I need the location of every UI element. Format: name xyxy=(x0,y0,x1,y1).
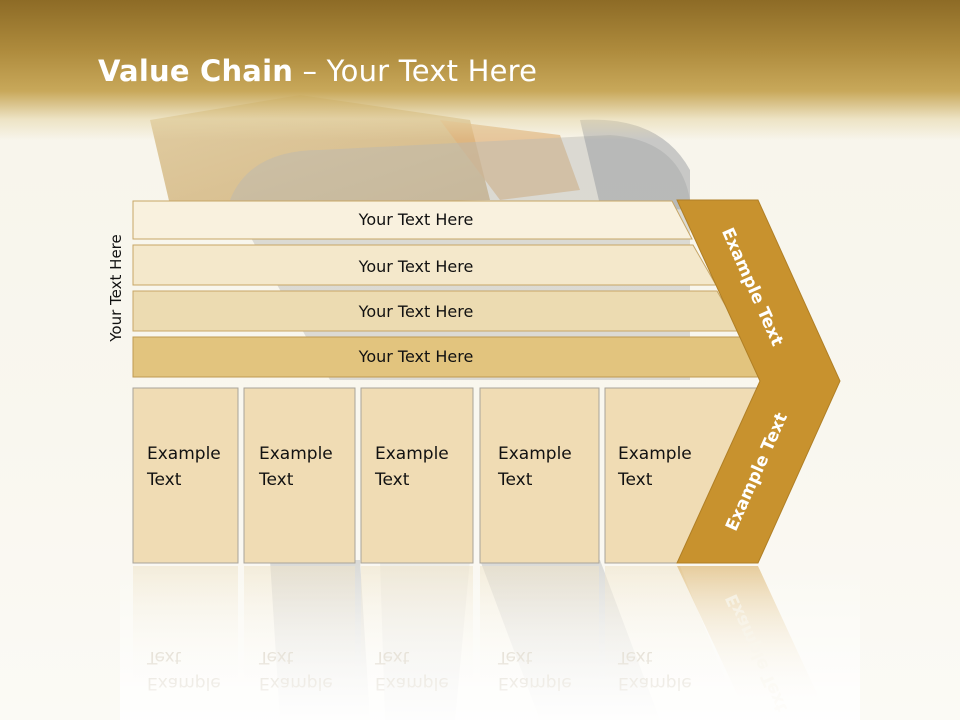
column-1: Example Text xyxy=(132,387,239,564)
column-1-label-line2: Text xyxy=(146,470,182,490)
row-4: Your Text Here xyxy=(132,336,765,378)
column-3: Example Text xyxy=(360,387,474,564)
row-3-label: Your Text Here xyxy=(358,302,474,321)
column-5-label-line1: Example xyxy=(618,444,692,464)
column-1-shape xyxy=(132,387,239,564)
column-1-label-line1: Example xyxy=(147,444,221,464)
reflection-fade xyxy=(120,566,860,720)
chevron-shape xyxy=(676,199,841,564)
row-3: Your Text Here xyxy=(132,290,741,332)
column-2: Example Text xyxy=(243,387,356,564)
slide-title: Value Chain – Your Text Here xyxy=(98,54,537,88)
column-3-shape xyxy=(360,387,474,564)
row-2: Your Text Here xyxy=(132,244,717,286)
column-4-shape xyxy=(479,387,600,564)
column-4: Example Text xyxy=(479,387,600,564)
row-1-shape xyxy=(132,200,693,240)
column-4-label-line2: Text xyxy=(497,470,533,490)
column-2-label-line2: Text xyxy=(258,470,294,490)
column-5: Example Text xyxy=(604,387,760,564)
row-1: Your Text Here xyxy=(132,200,693,240)
column-2-shape xyxy=(243,387,356,564)
column-5-label-line2: Text xyxy=(617,470,653,490)
column-3-label-line1: Example xyxy=(375,444,449,464)
row-1-label: Your Text Here xyxy=(358,210,474,229)
column-4-label-line1: Example xyxy=(498,444,572,464)
chevron-arrow: Example Text Example Text xyxy=(676,199,841,564)
title-bold: Value Chain xyxy=(98,54,294,88)
column-2-label-line1: Example xyxy=(259,444,333,464)
title-rest: – Your Text Here xyxy=(293,54,538,88)
row-4-label: Your Text Here xyxy=(358,347,474,366)
side-label: Your Text Here xyxy=(107,234,125,342)
row-2-label: Your Text Here xyxy=(358,257,474,276)
header-band xyxy=(0,0,960,140)
column-3-label-line2: Text xyxy=(374,470,410,490)
reflection: Example Text Example Text Example Text E… xyxy=(120,566,860,720)
